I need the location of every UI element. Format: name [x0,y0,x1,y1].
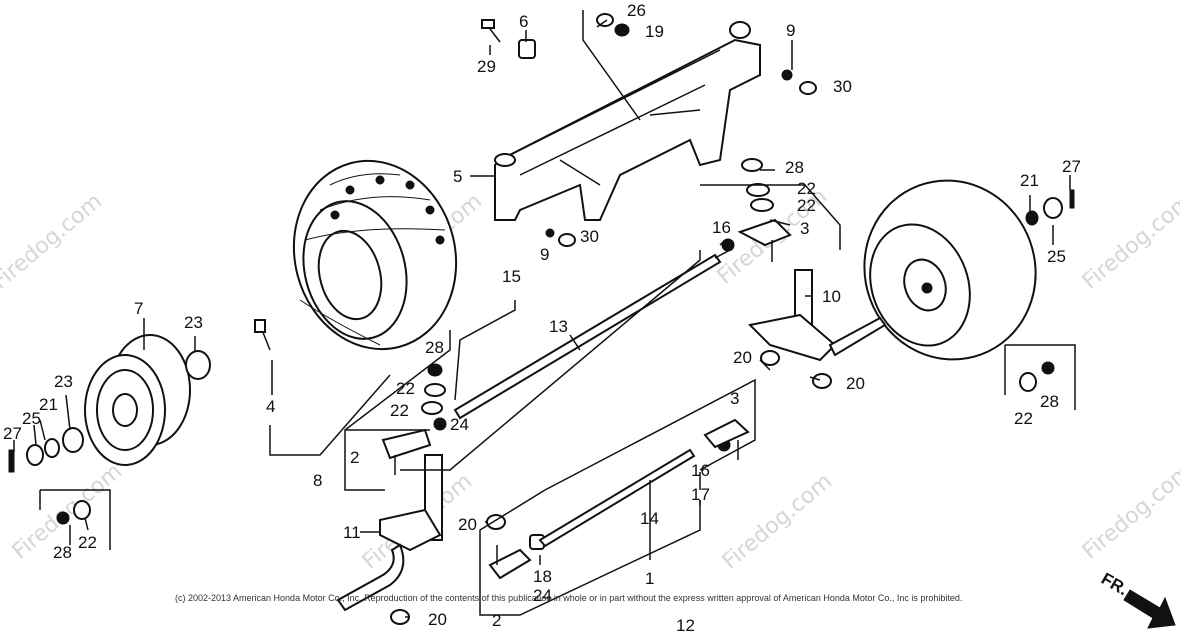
callout-15: 15 [502,267,521,286]
callout-3: 3 [730,389,739,408]
callout-25: 25 [1047,247,1066,266]
callout-26: 26 [627,1,646,20]
callout-27: 27 [1062,157,1081,176]
callout-1: 1 [645,569,654,588]
callout-9: 9 [540,245,549,264]
callout-5: 5 [453,167,462,186]
callout-22: 22 [797,179,816,198]
callout-12: 12 [676,616,695,635]
callout-24: 24 [533,586,552,605]
callout-29: 29 [477,57,496,76]
callout-9: 9 [786,21,795,40]
callout-23: 23 [54,372,73,391]
callout-14: 14 [640,509,659,528]
callout-28: 28 [1040,392,1059,411]
callout-27: 27 [3,424,22,443]
callout-labels: 6 26 19 29 9 30 5 28 22 22 3 16 30 9 21 … [3,1,1081,635]
copyright-notice: (c) 2002-2013 American Honda Motor Co., … [175,593,962,603]
watermark-text: Firedog.com [718,469,837,575]
callout-21: 21 [1020,171,1039,190]
callout-6: 6 [519,12,528,31]
tie-rods [453,249,750,580]
callout-25: 25 [22,409,41,428]
callout-30: 30 [580,227,599,246]
callout-28: 28 [53,543,72,562]
callout-22: 22 [797,196,816,215]
callout-22: 22 [396,379,415,398]
callout-21: 21 [39,395,58,414]
callout-22: 22 [78,533,97,552]
callout-20: 20 [846,374,865,393]
watermark-text: Firedog.com [1078,459,1180,565]
callout-8: 8 [313,471,322,490]
callout-2: 2 [492,611,501,630]
callout-17: 17 [691,485,710,504]
callout-13: 13 [549,317,568,336]
callout-19: 19 [645,22,664,41]
callout-28: 28 [785,158,804,177]
callout-4: 4 [266,397,275,416]
callout-20: 20 [428,610,447,629]
callout-22: 22 [1014,409,1033,428]
watermark-text: Firedog.com [0,189,107,295]
callout-11: 11 [343,523,361,542]
callout-20: 20 [458,515,477,534]
callout-30: 30 [833,77,852,96]
wheel-rim [84,334,191,466]
callout-20: 20 [733,348,752,367]
callout-22: 22 [390,401,409,420]
callout-3: 3 [800,219,809,238]
callout-10: 10 [822,287,841,306]
callout-18: 18 [533,567,552,586]
callout-16: 16 [712,218,731,237]
callout-28: 28 [425,338,444,357]
spindles [336,218,887,612]
leader-lines [13,10,1076,618]
callout-16: 16 [691,461,710,480]
watermark-text: Firedog.com [1078,189,1180,295]
left-tire [292,159,458,351]
right-tire [863,179,1037,361]
callout-2: 2 [350,448,359,467]
front-direction-label: FR. [1098,569,1131,599]
callout-7: 7 [134,299,143,318]
front-direction-arrow: FR. [1098,569,1176,629]
callout-24: 24 [450,415,469,434]
callout-23: 23 [184,313,203,332]
front-axle-beam [494,21,761,221]
